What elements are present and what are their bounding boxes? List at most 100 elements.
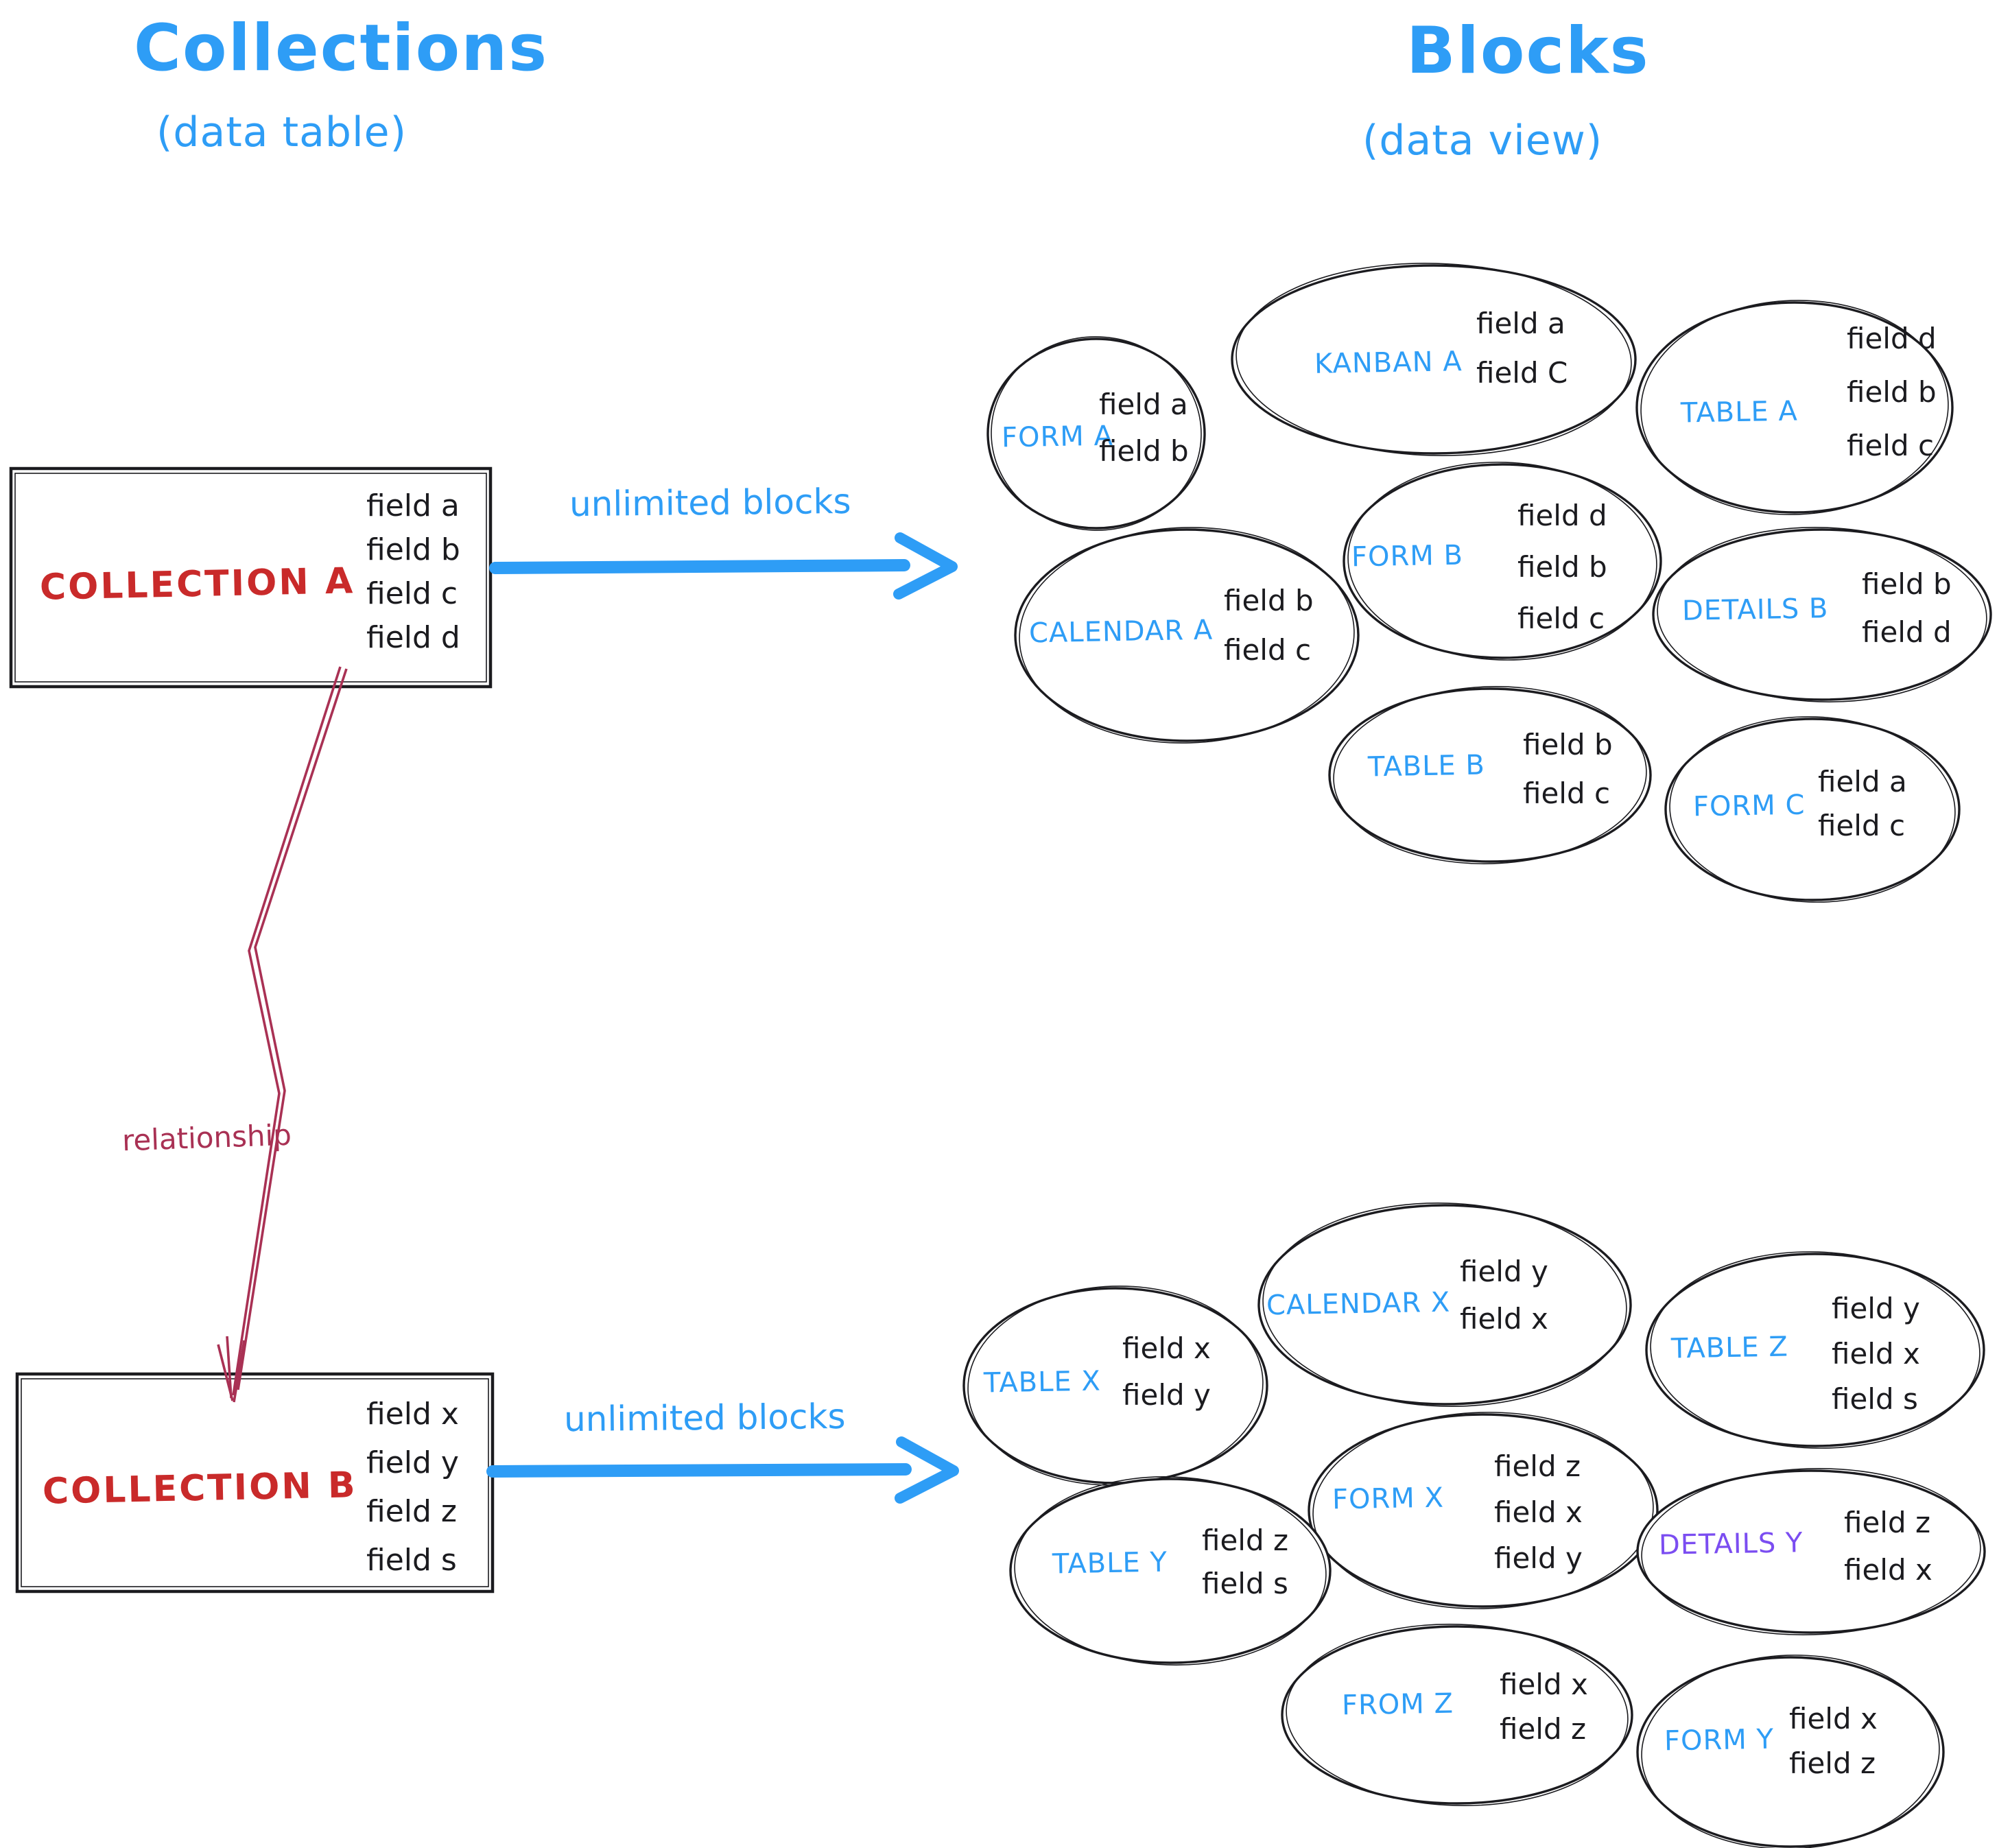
block-ellipse-table-z xyxy=(1645,1251,1985,1449)
block-fields-form-c: field a field c xyxy=(1818,765,1907,853)
collection-b-field: field y xyxy=(366,1445,459,1480)
collection-b-field: field s xyxy=(366,1543,457,1578)
field: field a xyxy=(1476,307,1565,340)
collection-a-field: field d xyxy=(366,620,460,655)
collection-a-box xyxy=(9,466,493,689)
block-label-calendar-x: CALENDAR X xyxy=(1266,1286,1451,1322)
block-fields-table-b: field b field c xyxy=(1523,728,1613,826)
field: field d xyxy=(1862,615,1952,649)
field: field c xyxy=(1224,633,1312,667)
collection-a-field: field c xyxy=(366,576,458,611)
block-ellipse-details-b xyxy=(1652,527,1992,702)
field: field b xyxy=(1224,584,1314,617)
arrow-b-label: unlimited blocks xyxy=(563,1396,846,1440)
block-label-table-a: TABLE A xyxy=(1680,395,1799,429)
collection-b-box xyxy=(15,1372,495,1594)
block-fields-table-a: field d field b field c xyxy=(1847,322,1937,483)
block-ellipse-from-z xyxy=(1281,1624,1633,1806)
block-ellipse-table-a xyxy=(1635,300,1954,515)
block-ellipse-form-c xyxy=(1664,716,1961,903)
field: field s xyxy=(1202,1567,1288,1600)
block-fields-table-z: field y field x field s xyxy=(1832,1292,1920,1428)
field: field c xyxy=(1517,602,1605,635)
collection-b-field: field x xyxy=(366,1397,459,1432)
block-ellipse-table-y xyxy=(1009,1476,1332,1666)
block-fields-table-x: field x field y xyxy=(1122,1331,1211,1425)
block-fields-details-b: field b field d xyxy=(1862,567,1952,664)
field: field z xyxy=(1202,1524,1289,1557)
collection-a-field: field b xyxy=(366,532,460,567)
block-ellipse-form-x xyxy=(1308,1412,1659,1609)
block-label-form-c: FORM C xyxy=(1692,789,1806,823)
block-label-table-z: TABLE Z xyxy=(1670,1331,1789,1365)
relationship-line xyxy=(217,666,348,1403)
field: field z xyxy=(1789,1746,1876,1780)
arrow-b xyxy=(486,1436,959,1504)
field: field x xyxy=(1500,1668,1588,1701)
block-ellipse-table-b xyxy=(1328,686,1652,864)
field: field x xyxy=(1832,1337,1920,1371)
block-label-table-y: TABLE Y xyxy=(1052,1546,1168,1580)
collection-b-label: COLLECTION B xyxy=(42,1465,358,1513)
field: field x xyxy=(1122,1331,1211,1365)
right-subtitle: (data view) xyxy=(1362,117,1603,165)
block-fields-details-y: field z field x xyxy=(1844,1506,1932,1601)
block-fields-table-y: field z field s xyxy=(1202,1524,1288,1611)
collection-a-label: COLLECTION A xyxy=(39,560,355,608)
block-ellipse-details-y xyxy=(1636,1468,1986,1635)
block-label-table-b: TABLE B xyxy=(1367,749,1486,783)
field: field x xyxy=(1844,1553,1932,1587)
block-ellipse-calendar-a xyxy=(1014,527,1360,744)
left-subtitle: (data table) xyxy=(156,108,407,156)
block-label-form-b: FORM B xyxy=(1351,539,1464,573)
field: field b xyxy=(1847,375,1937,409)
left-title: Collections xyxy=(134,11,549,86)
block-fields-form-b: field d field b field c xyxy=(1517,499,1607,654)
block-ellipse-form-b xyxy=(1343,462,1662,661)
field: field x xyxy=(1460,1302,1548,1336)
field: field C xyxy=(1476,356,1568,390)
block-label-kanban-a: KANBAN A xyxy=(1314,346,1463,380)
field: field z xyxy=(1844,1506,1931,1539)
block-fields-calendar-a: field b field c xyxy=(1224,584,1314,683)
field: field y xyxy=(1832,1292,1920,1325)
collection-a-fields: field a field b field c field d xyxy=(366,489,460,665)
arrow-a-label: unlimited blocks xyxy=(569,481,851,525)
field: field c xyxy=(1818,809,1906,842)
field: field y xyxy=(1494,1541,1583,1575)
field: field b xyxy=(1523,728,1613,761)
collection-b-fields: field x field y field z field s xyxy=(366,1397,459,1593)
block-fields-kanban-a: field a field C xyxy=(1476,307,1568,406)
relationship-label: relationship xyxy=(121,1117,292,1158)
block-label-form-y: FORM Y xyxy=(1664,1723,1775,1757)
field: field x xyxy=(1789,1702,1878,1736)
field: field z xyxy=(1500,1712,1587,1746)
field: field y xyxy=(1460,1255,1548,1288)
block-ellipse-kanban-a xyxy=(1231,263,1637,456)
block-fields-form-y: field x field z xyxy=(1789,1702,1878,1792)
field: field a xyxy=(1099,388,1188,421)
field: field c xyxy=(1847,429,1935,462)
block-label-calendar-a: CALENDAR A xyxy=(1028,614,1214,650)
field: field y xyxy=(1122,1378,1211,1412)
block-label-form-x: FORM X xyxy=(1332,1482,1445,1516)
block-ellipse-calendar-x xyxy=(1257,1203,1632,1407)
field: field c xyxy=(1523,777,1611,810)
block-label-details-y: DETAILS Y xyxy=(1658,1527,1804,1561)
block-label-form-a: FORM A xyxy=(1001,420,1114,454)
collection-b-field: field z xyxy=(366,1494,458,1529)
right-title: Blocks xyxy=(1406,14,1650,88)
field: field d xyxy=(1517,499,1607,532)
arrow-a xyxy=(489,532,958,600)
block-fields-form-a: field a field b xyxy=(1099,388,1189,482)
field: field d xyxy=(1847,322,1937,355)
block-ellipse-form-y xyxy=(1636,1655,1945,1848)
block-label-table-x: TABLE X xyxy=(983,1365,1102,1399)
block-fields-calendar-x: field y field x xyxy=(1460,1255,1548,1350)
field: field a xyxy=(1818,765,1907,798)
block-fields-from-z: field x field z xyxy=(1500,1668,1588,1757)
field: field b xyxy=(1099,434,1189,468)
field: field x xyxy=(1494,1495,1583,1529)
